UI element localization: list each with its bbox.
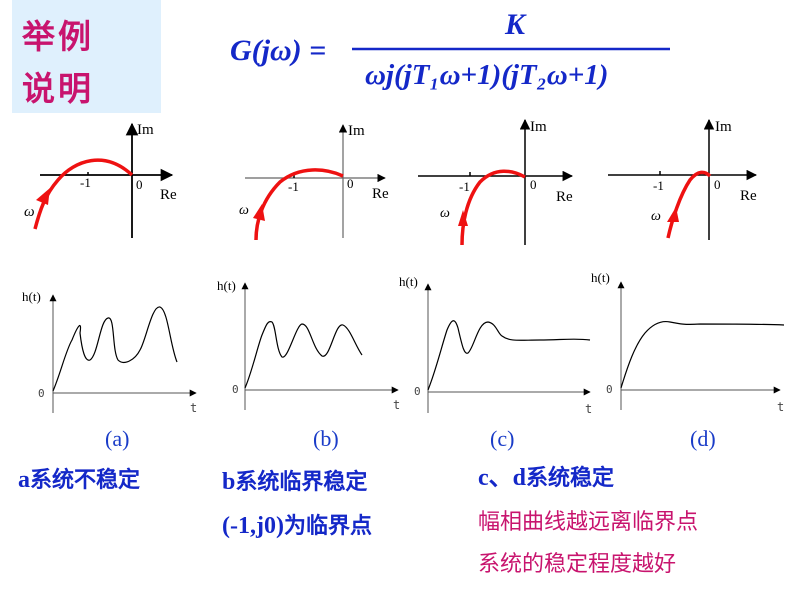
step-response-plot-d: h(t) t 0 (591, 270, 784, 414)
formula-lhs: G(jω) = (230, 34, 326, 67)
x-label: t (585, 402, 592, 416)
direction-arrow-icon (36, 188, 50, 205)
origin-label: 0 (38, 387, 45, 400)
omega-label: ω (239, 203, 249, 218)
origin-label: 0 (414, 385, 421, 398)
im-label: Im (530, 119, 547, 135)
note-conclusion-2: 系统的稳定程度越好 (478, 552, 677, 577)
origin-label: 0 (232, 383, 239, 396)
y-label: h(t) (591, 270, 610, 285)
title-line-2: 说明 (22, 69, 94, 108)
transfer-function-formula: G(jω) = K ωj(jT₁ω+1)(jT₂ω+1) (230, 8, 670, 91)
y-label: h(t) (22, 289, 41, 304)
response-curve (244, 320, 363, 389)
origin-label: 0 (714, 177, 721, 192)
nyquist-plot-c: -1 0 Re Im ω (418, 118, 574, 246)
response-curve (427, 320, 591, 391)
nyquist-curve (33, 158, 134, 230)
step-response-plot-c: h(t) t 0 (399, 274, 592, 416)
response-curve (52, 306, 178, 392)
formula-denominator: ωj(jT₁ω+1)(jT₂ω+1) (365, 59, 608, 91)
caption-c: (c) (490, 426, 515, 451)
step-response-plot-a: h(t) t 0 (22, 289, 197, 415)
x-label: t (190, 401, 197, 415)
response-curve (620, 320, 785, 389)
re-label: Re (556, 189, 573, 205)
direction-arrow-icon (667, 207, 679, 222)
caption-d: (d) (690, 426, 716, 451)
omega-label: ω (440, 206, 450, 221)
im-label: Im (715, 119, 732, 135)
x-label: t (777, 400, 784, 414)
note-b-critical-point: (-1,j0)为临界点 (222, 513, 372, 539)
tick-minus-1: -1 (80, 175, 91, 190)
tick-minus-1: -1 (288, 179, 299, 194)
step-response-plot-b: h(t) t 0 (217, 278, 400, 412)
re-label: Re (372, 186, 389, 202)
origin-label: 0 (347, 176, 354, 191)
omega-label: ω (651, 209, 661, 224)
note-conclusion-1: 幅相曲线越远离临界点 (478, 510, 699, 535)
formula-numerator: K (504, 8, 527, 41)
nyquist-plot-a: -1 0 Re Im ω (24, 122, 177, 238)
title-label-box: 举例 说明 (12, 0, 161, 113)
re-label: Re (160, 187, 177, 203)
omega-label: ω (24, 204, 35, 220)
nyquist-plot-d: -1 0 Re Im ω (608, 118, 758, 240)
caption-a: (a) (105, 426, 130, 451)
nyquist-plot-b: -1 0 Re Im ω (239, 123, 389, 241)
nyquist-curve (254, 168, 344, 241)
direction-arrow-icon (458, 210, 468, 226)
re-label: Re (740, 188, 757, 204)
y-label: h(t) (399, 274, 418, 289)
im-label: Im (137, 122, 154, 138)
y-label: h(t) (217, 278, 236, 293)
x-label: t (393, 398, 400, 412)
origin-label: 0 (530, 177, 537, 192)
origin-label: 0 (606, 383, 613, 396)
note-a-unstable: a系统不稳定 (18, 467, 141, 493)
caption-b: (b) (313, 426, 339, 451)
title-line-1: 举例 (22, 17, 94, 56)
direction-arrow-icon (253, 204, 265, 221)
origin-label: 0 (136, 177, 143, 192)
im-label: Im (348, 123, 365, 139)
note-cd-stable: c、d系统稳定 (478, 465, 615, 491)
nyquist-curve (666, 170, 712, 239)
tick-minus-1: -1 (653, 178, 664, 193)
tick-minus-1: -1 (459, 179, 470, 194)
nyquist-curve (460, 169, 526, 246)
note-b-critical: b系统临界稳定 (222, 469, 368, 495)
